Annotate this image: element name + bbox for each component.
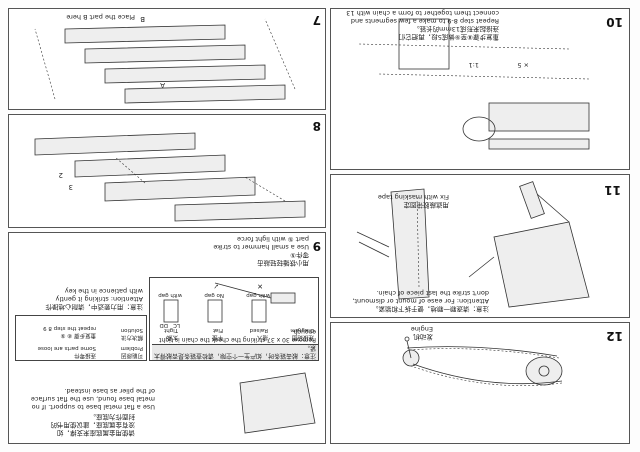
hammer-illustration bbox=[214, 282, 316, 434]
engine-label-en: Engine bbox=[410, 325, 433, 333]
panel-step-9: 9 用小铁锤轻轻敲击 零件⑤ Use a small hammer to str… bbox=[8, 232, 326, 444]
step-11-caution: 注意：请逐颗一颗地，便于拆下和锁紧。 Attention: For ease o… bbox=[352, 289, 489, 313]
step-10-instruction: 重复步骤⑧至⑨做成5段，再把它们 连接起来形成13mm的长链。 Repeat s… bbox=[346, 8, 499, 41]
rear-sprocket bbox=[525, 356, 563, 386]
place-part-b-note: Place the part B here bbox=[66, 13, 135, 21]
chain-lower bbox=[408, 348, 560, 359]
hammer-jig-illustration bbox=[356, 181, 590, 308]
repeat-multiplier: × 5 bbox=[517, 61, 529, 69]
scale-ratio: 1:1 bbox=[468, 61, 479, 69]
exploded-jig-step-7 bbox=[34, 18, 296, 104]
label-n2: 2 bbox=[58, 171, 63, 179]
panel-step-7: 7 Place the part B here A B bbox=[8, 8, 326, 110]
step-11-instruction: 用遮蔽胶带固定 Fix with masking tape bbox=[377, 193, 449, 209]
tips-table: 注意：敲击链条时，如产生一个空隙，请检查链条是否敲得太紧。 Remove 30 … bbox=[149, 277, 319, 361]
label-n3: 3 bbox=[68, 183, 73, 191]
panel-step-8: 8 3 2 bbox=[8, 114, 326, 228]
engine-label-cn: 发动机 bbox=[413, 333, 434, 341]
exploded-jig-step-8 bbox=[34, 132, 306, 222]
label-a: A bbox=[160, 81, 165, 89]
panel-step-10: 10 重复步骤⑧至⑨做成5段，再把它们 连接起来形成13mm的长链。 Repea… bbox=[330, 8, 630, 170]
label-b: B bbox=[140, 15, 145, 23]
chain-segment-illustration bbox=[358, 18, 590, 150]
panel-step-12: 12 发动机 Engine bbox=[330, 322, 630, 444]
panel-step-11: 11 用遮蔽胶带固定 Fix with masking tape 注意：请逐颗一… bbox=[330, 174, 630, 318]
chain-upper bbox=[410, 365, 563, 386]
chain-drive-illustration bbox=[402, 336, 563, 386]
link-diagram bbox=[163, 299, 267, 323]
